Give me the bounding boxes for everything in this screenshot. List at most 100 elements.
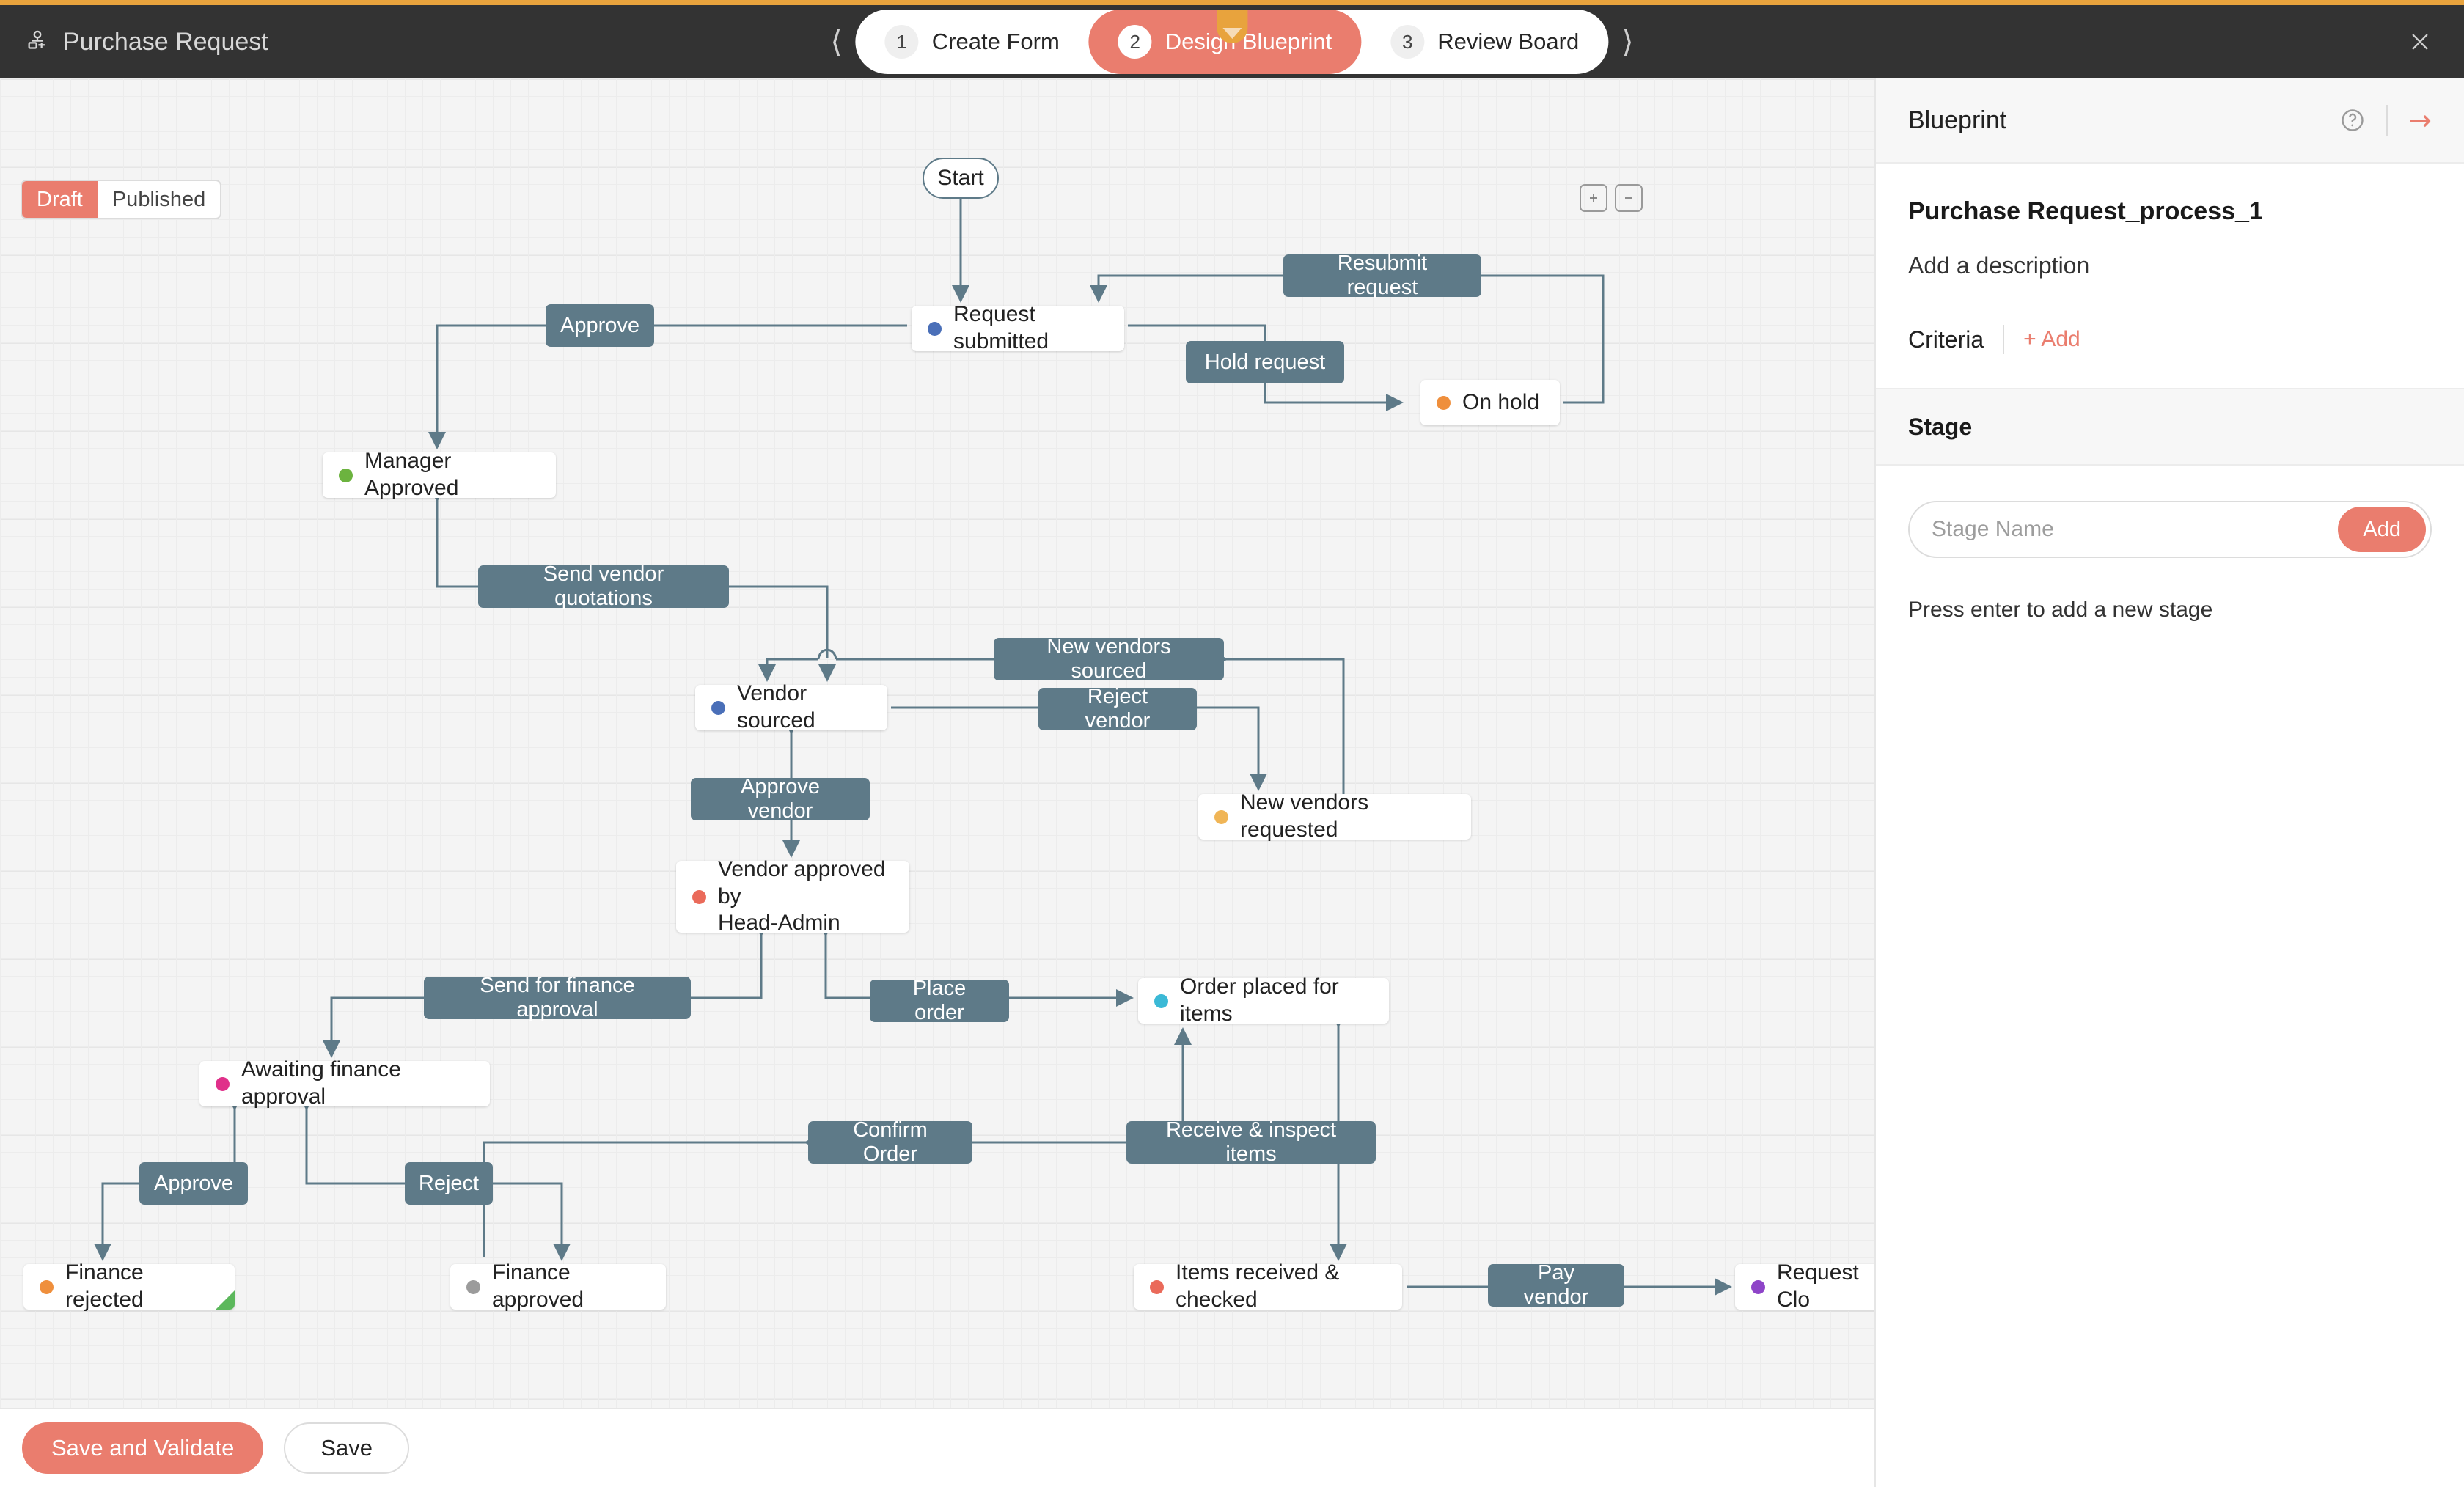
stage-node-n_frej[interactable]: Finance rejected bbox=[23, 1260, 235, 1312]
transition-t_confirm[interactable]: Confirm Order bbox=[808, 1118, 972, 1166]
transition-label: Approve bbox=[560, 313, 640, 337]
stage-node-label: Start bbox=[937, 165, 984, 190]
transition-label: Reject vendor bbox=[1085, 685, 1151, 733]
transition-t_reject2[interactable]: Reject bbox=[405, 1162, 493, 1205]
stage-node-n_fapp[interactable]: Finance approved bbox=[450, 1260, 666, 1312]
criteria-row: Criteria + Add bbox=[1908, 325, 2432, 354]
process-name[interactable]: Purchase Request_process_1 bbox=[1908, 197, 2263, 225]
plus-icon bbox=[1590, 194, 1597, 202]
stage-node-n_mgr[interactable]: Manager Approved bbox=[323, 449, 556, 500]
draft-published-toggle[interactable]: Draft Published bbox=[21, 180, 222, 219]
stage-hint-text: Press enter to add a new stage bbox=[1908, 598, 2213, 622]
transition-t_hold[interactable]: Hold request bbox=[1186, 341, 1344, 383]
stage-node-label: Order placed for items bbox=[1180, 974, 1339, 1026]
toggle-published[interactable]: Published bbox=[111, 187, 206, 211]
stage-node-n_items[interactable]: Items received & checked bbox=[1134, 1260, 1402, 1312]
transition-t_approvev[interactable]: Approve vendor bbox=[691, 775, 870, 823]
help-circle-icon[interactable] bbox=[2339, 107, 2366, 133]
stage-status-dot bbox=[1437, 395, 1451, 410]
transition-label: Reject bbox=[418, 1171, 480, 1195]
stage-node-n_nvreq[interactable]: New vendors requested bbox=[1198, 790, 1471, 842]
stage-node-n_ordp[interactable]: Order placed for items bbox=[1138, 974, 1389, 1026]
stage-add-button[interactable]: Add bbox=[2338, 507, 2426, 552]
save-and-validate-button[interactable]: Save and Validate bbox=[22, 1422, 264, 1474]
stage-status-dot bbox=[40, 1279, 54, 1294]
transition-label: Hold request bbox=[1204, 350, 1326, 374]
stage-name-input[interactable] bbox=[1932, 517, 2339, 542]
stage-node-n_await[interactable]: Awaiting finance approval bbox=[199, 1057, 490, 1109]
criteria-add-button[interactable]: + Add bbox=[2023, 327, 2080, 351]
transition-t_approve1[interactable]: Approve bbox=[546, 304, 654, 347]
app-title: Purchase Request bbox=[63, 27, 268, 56]
transition-label: Receive & inspect items bbox=[1165, 1118, 1337, 1166]
panel-body: Purchase Request_process_1 Add a descrip… bbox=[1876, 164, 2464, 354]
transition-t_receive[interactable]: Receive & inspect items bbox=[1126, 1118, 1376, 1166]
stage-node-label: Awaiting finance approval bbox=[241, 1057, 401, 1109]
stage-status-dot bbox=[339, 468, 353, 482]
stage-node-label: Finance rejected bbox=[65, 1260, 144, 1312]
stage-status-dot bbox=[1150, 1279, 1164, 1294]
step-review-board[interactable]: 3 Review Board bbox=[1361, 10, 1608, 74]
step-number: 1 bbox=[884, 25, 919, 59]
stage-node-label: Vendor sourced bbox=[737, 681, 815, 733]
stage-status-dot bbox=[216, 1076, 230, 1091]
save-button[interactable]: Save bbox=[284, 1422, 410, 1474]
app-title-group: Purchase Request bbox=[25, 28, 268, 56]
stage-status-dot bbox=[466, 1279, 480, 1294]
panel-collapse-button[interactable]: → bbox=[2408, 104, 2432, 136]
transition-t_approve2[interactable]: Approve bbox=[139, 1162, 248, 1205]
flow-connectors bbox=[94, 199, 1732, 1296]
stage-status-dot bbox=[711, 700, 725, 715]
transition-t_resubmit[interactable]: Resubmit request bbox=[1283, 251, 1481, 299]
stage-node-n_hold[interactable]: On hold bbox=[1420, 380, 1560, 425]
step-number: 3 bbox=[1390, 25, 1425, 59]
stepper-next-button[interactable]: ⟩ bbox=[1621, 23, 1634, 59]
stage-section-title: Stage bbox=[1876, 388, 2464, 466]
stage-corner-flag-icon bbox=[216, 1290, 235, 1310]
close-button[interactable] bbox=[2401, 23, 2439, 61]
blueprint-canvas[interactable]: Draft Published bbox=[0, 78, 1874, 1408]
stage-node-label: New vendors requested bbox=[1240, 790, 1369, 842]
stage-node-n_vsrc[interactable]: Vendor sourced bbox=[695, 681, 887, 733]
zoom-out-button[interactable] bbox=[1615, 184, 1643, 212]
transition-t_sendfin[interactable]: Send for finance approval bbox=[424, 974, 691, 1021]
stage-node-label: Manager Approved bbox=[364, 449, 459, 500]
stepper-prev-button[interactable]: ⟨ bbox=[830, 23, 843, 59]
transition-label: New vendors sourced bbox=[1046, 635, 1171, 683]
stage-node-n_closed[interactable]: Request Clo bbox=[1735, 1260, 1874, 1312]
transition-label: Place order bbox=[912, 977, 967, 1024]
stage-status-dot bbox=[1214, 809, 1228, 824]
stage-node-n_req[interactable]: Request submitted bbox=[912, 302, 1124, 353]
transition-label: Pay vendor bbox=[1523, 1261, 1589, 1309]
transition-t_newvsrc[interactable]: New vendors sourced bbox=[994, 635, 1224, 683]
stage-node-start[interactable]: Start bbox=[923, 158, 999, 199]
zoom-controls bbox=[1580, 184, 1643, 212]
stage-node-label: Request submitted bbox=[953, 302, 1049, 353]
step-create-form[interactable]: 1 Create Form bbox=[856, 10, 1089, 74]
minus-icon bbox=[1625, 197, 1632, 199]
zoom-in-button[interactable] bbox=[1580, 184, 1607, 212]
transition-label: Approve bbox=[154, 1171, 234, 1195]
criteria-divider bbox=[2003, 325, 2005, 354]
toggle-draft[interactable]: Draft bbox=[22, 181, 98, 218]
step-label: Review Board bbox=[1437, 29, 1580, 54]
process-description-placeholder[interactable]: Add a description bbox=[1908, 252, 2090, 279]
transition-label: Resubmit request bbox=[1337, 251, 1428, 299]
panel-header-divider bbox=[2386, 105, 2388, 136]
active-step-pointer bbox=[1217, 10, 1247, 43]
stage-input-row: Add bbox=[1908, 501, 2432, 558]
stage-node-label: Finance approved bbox=[492, 1260, 584, 1312]
stage-status-dot bbox=[1154, 994, 1168, 1008]
transition-t_payvendor[interactable]: Pay vendor bbox=[1488, 1261, 1624, 1309]
transition-t_rejectv[interactable]: Reject vendor bbox=[1038, 685, 1197, 733]
blueprint-side-panel: Blueprint → Purchase Request_process_1 A… bbox=[1874, 78, 2464, 1487]
transition-label: Approve vendor bbox=[740, 775, 820, 823]
transition-label: Confirm Order bbox=[853, 1118, 928, 1166]
transition-t_placeord[interactable]: Place order bbox=[870, 977, 1009, 1024]
wizard-stepper: ⟨ 1 Create Form 2 Design Blueprint 3 Rev… bbox=[821, 10, 1642, 74]
stage-status-dot bbox=[928, 321, 942, 336]
stage-node-label: Request Clo bbox=[1777, 1260, 1859, 1312]
top-bar: Purchase Request ⟨ 1 Create Form 2 Desig… bbox=[0, 0, 2464, 78]
transition-t_sendquote[interactable]: Send vendor quotations bbox=[478, 562, 729, 610]
